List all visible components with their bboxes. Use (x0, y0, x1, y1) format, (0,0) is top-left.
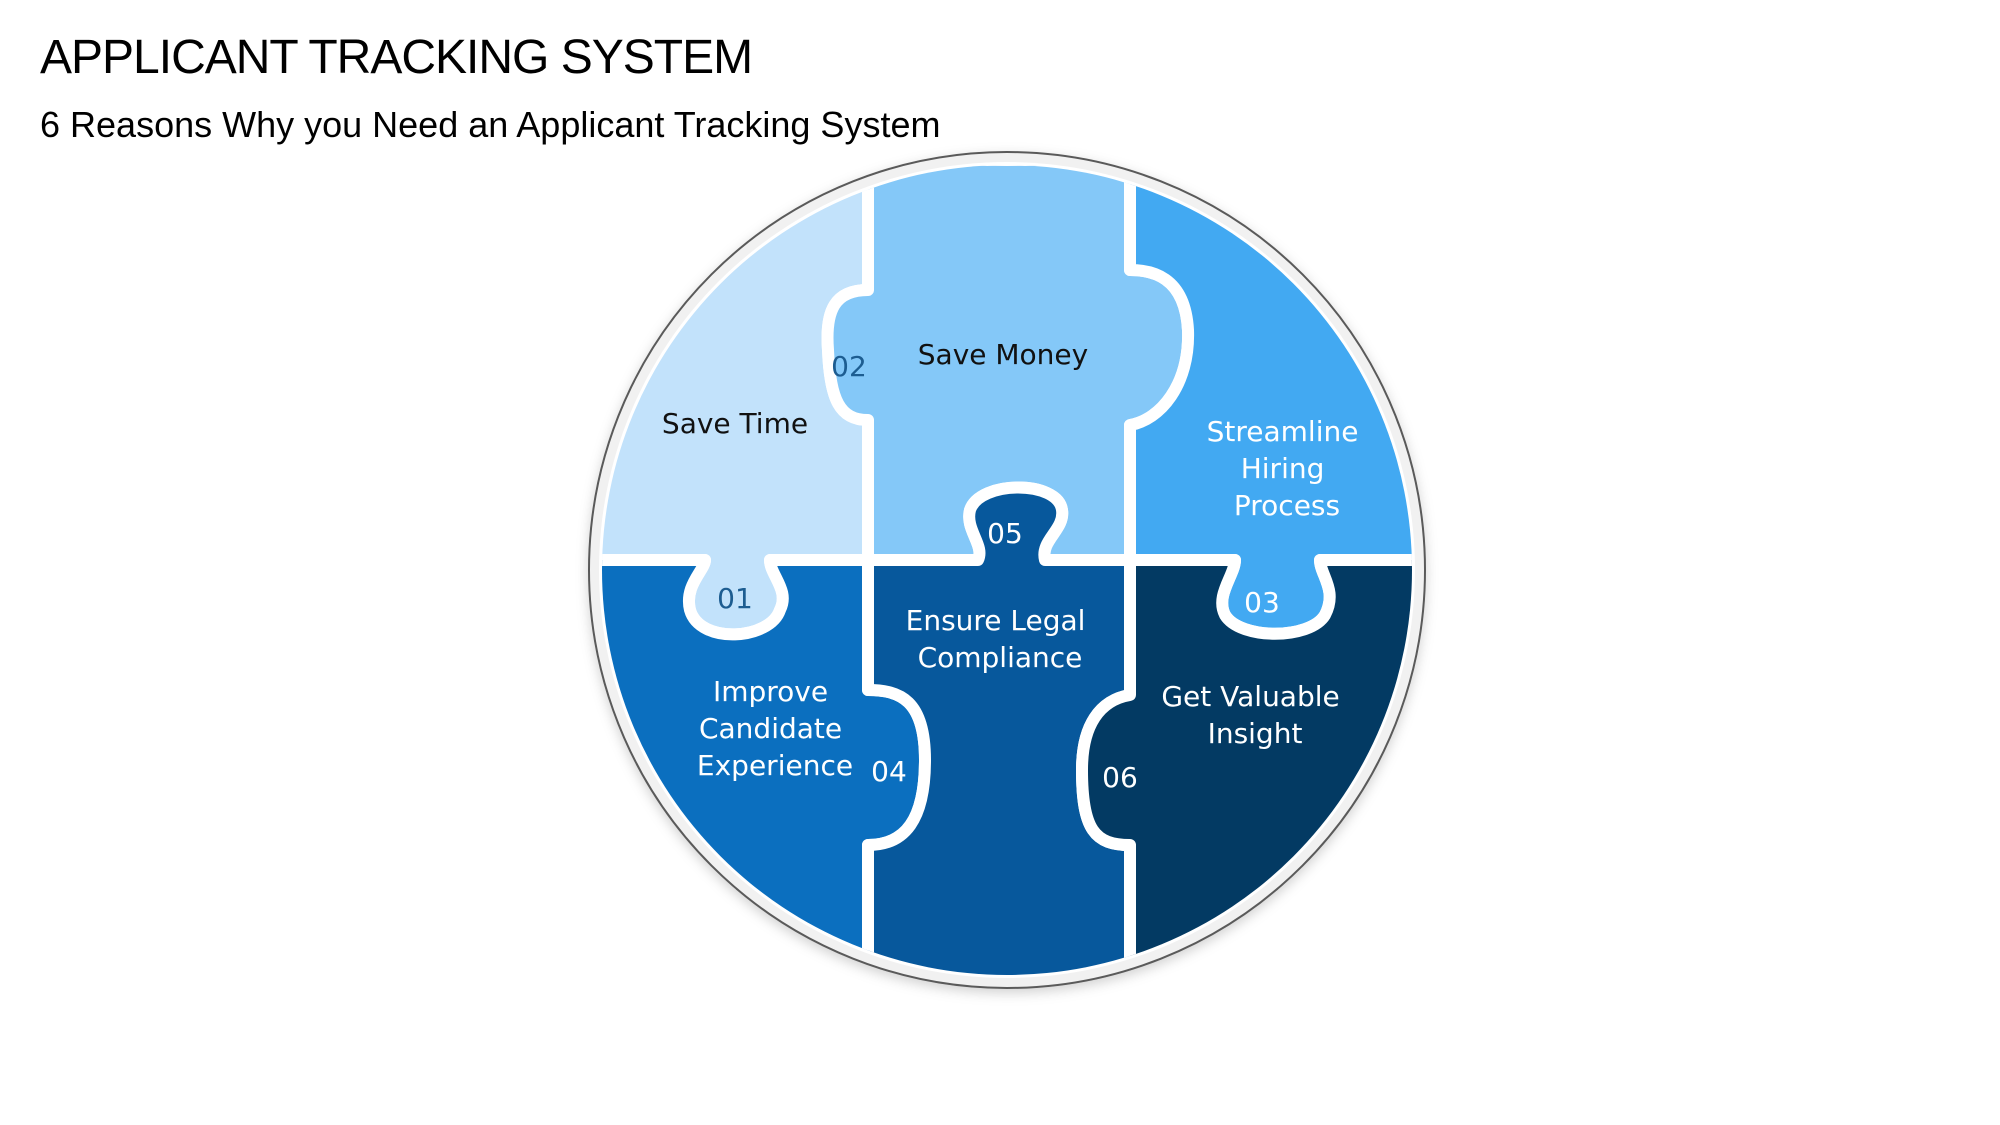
piece-label-01: Save Time (662, 407, 808, 440)
label-line: Streamline (1207, 415, 1359, 448)
piece-number-06: 06 (1102, 761, 1138, 794)
label-group-05: Ensure Legal Compliance 05 (906, 517, 1095, 674)
piece-number-01: 01 (717, 582, 753, 615)
label-group-01: Save Time 01 (662, 407, 808, 615)
piece-number-02: 02 (831, 350, 867, 383)
piece-number-05: 05 (987, 517, 1023, 550)
piece-label-05: Ensure Legal Compliance (906, 604, 1095, 674)
label-line: Ensure Legal (906, 604, 1086, 637)
page-title: APPLICANT TRACKING SYSTEM (40, 31, 753, 84)
label-line: Improve (713, 675, 828, 708)
label-line: Hiring (1241, 452, 1325, 485)
label-line: Insight (1208, 717, 1303, 750)
label-line: Experience (697, 749, 853, 782)
label-line: Save Time (662, 407, 808, 440)
piece-label-06: Get Valuable Insight (1161, 680, 1348, 750)
label-line: Candidate (699, 712, 842, 745)
label-group-04: Improve Candidate Experience 04 (697, 675, 907, 788)
label-group-06: Get Valuable Insight 06 (1102, 680, 1348, 794)
piece-label-04: Improve Candidate Experience (697, 675, 853, 782)
label-line: Compliance (918, 641, 1083, 674)
piece-number-03: 03 (1244, 586, 1280, 619)
label-line: Get Valuable (1161, 680, 1339, 713)
label-group-02: Save Money 02 (831, 338, 1088, 383)
piece-label-03: Streamline Hiring Process (1207, 415, 1368, 522)
label-group-03: Streamline Hiring Process 03 (1207, 415, 1368, 619)
label-line: Save Money (918, 338, 1088, 371)
piece-number-04: 04 (871, 755, 907, 788)
piece-label-02: Save Money (918, 338, 1088, 371)
page-subtitle: 6 Reasons Why you Need an Applicant Trac… (40, 104, 941, 145)
label-line: Process (1234, 489, 1340, 522)
